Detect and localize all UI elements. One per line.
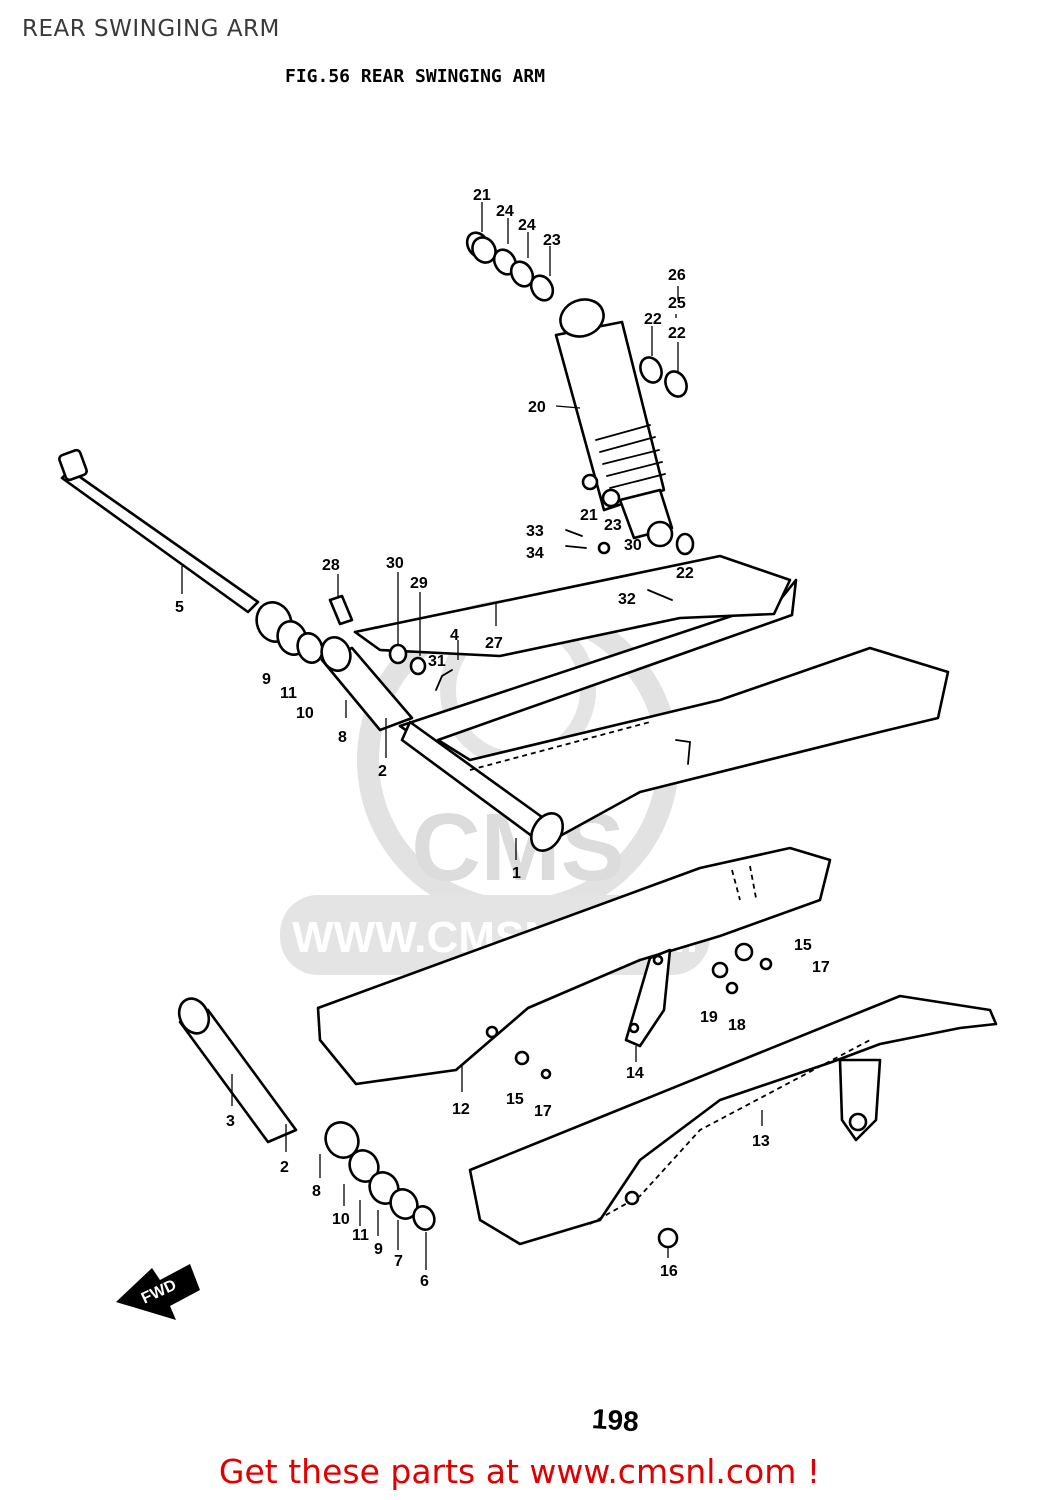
callout: 27 [485,635,503,652]
callout: 11 [280,685,297,702]
callout: 14 [626,1065,644,1082]
callout: 30 [386,555,404,572]
fwd-direction-arrow: FWD [116,1264,200,1320]
callout: 15 [506,1091,524,1108]
callout: 16 [660,1263,678,1280]
left-pivot-bushings [255,601,414,732]
callout: 18 [728,1017,746,1034]
callout: 10 [332,1211,350,1228]
right-pivot-bushings [177,997,436,1231]
callout: 32 [618,591,636,608]
pivot-shaft [58,448,260,614]
footer-link[interactable]: Get these parts at www.cmsnl.com ! [218,1452,821,1491]
callout: 23 [543,232,561,249]
callout: 8 [338,729,347,746]
callout: 4 [450,627,459,644]
parts-diagram: CMS WWW.CMSNL.COM FIG.56 REAR SWINGING A… [58,66,998,1437]
bracket-14 [624,948,672,1048]
callout: 1 [512,865,521,882]
callout: 23 [604,517,622,534]
callout: 15 [794,937,812,954]
callout: 7 [394,1253,403,1270]
callout: 6 [420,1273,429,1290]
callout: 2 [280,1159,289,1176]
callout: 28 [322,557,340,574]
callout: 20 [528,399,546,416]
callout: 13 [752,1133,770,1150]
callout: 22 [644,311,662,328]
callout: 30 [624,537,642,554]
callout: 25 [668,295,686,312]
page-number: 198 [591,1403,640,1437]
chain-case-13 [468,994,998,1246]
callout: 17 [812,959,830,976]
callout: 22 [668,325,686,342]
callout: 33 [526,523,544,540]
callouts: 21 24 24 23 26 25 22 22 20 21 23 33 34 3… [175,187,830,1290]
callout: 21 [580,507,598,524]
figure-title: FIG.56 REAR SWINGING ARM [285,66,545,87]
callout: 10 [296,705,314,722]
shock-top-washers-22 [639,356,688,398]
callout: 24 [496,203,514,220]
callout: 21 [473,187,491,204]
shock-top-hardware [465,231,555,302]
chain-case-12 [316,846,832,1086]
callout: 9 [374,1241,383,1258]
callout: 17 [534,1103,552,1120]
callout: 3 [226,1113,235,1130]
callout: 9 [262,671,271,688]
callout: 31 [428,653,446,670]
page-title: REAR SWINGING ARM [22,16,280,42]
callout: 12 [452,1101,470,1118]
misc-bolts-washers [328,529,773,1249]
callout: 24 [518,217,536,234]
callout: 22 [676,565,694,582]
callout: 29 [410,575,428,592]
callout: 2 [378,763,387,780]
callout: 11 [352,1227,369,1244]
callout: 34 [526,545,544,562]
leader-lines [181,202,763,1270]
callout: 26 [668,267,686,284]
callout: 5 [175,599,184,616]
callout: 8 [312,1183,321,1200]
rear-shock-absorber [554,298,695,556]
swing-arm [353,554,950,852]
callout: 19 [700,1009,718,1026]
